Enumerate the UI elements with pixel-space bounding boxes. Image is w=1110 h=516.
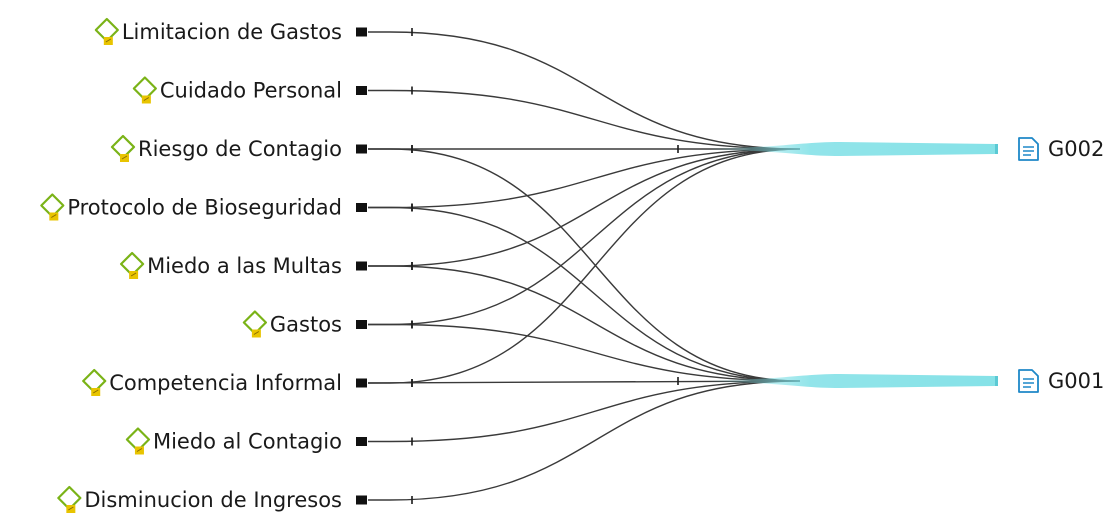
code-node[interactable]: Miedo a las Multas: [119, 251, 367, 279]
code-port[interactable]: [356, 86, 367, 95]
code-label: Gastos: [270, 313, 342, 337]
code-node[interactable]: Gastos: [242, 310, 367, 338]
code-port[interactable]: [356, 495, 367, 505]
link-miedo-multas-G002[interactable]: [368, 148, 801, 267]
edges-layer: [367, 28, 801, 504]
code-port[interactable]: [356, 320, 367, 329]
code-node[interactable]: Competencia Informal: [82, 368, 367, 396]
document-icon: [1018, 137, 1039, 161]
code-label: Competencia Informal: [109, 371, 342, 395]
link-bundle: [710, 374, 995, 388]
document-node[interactable]: G001: [995, 369, 1104, 393]
code-port[interactable]: [356, 203, 367, 212]
code-node[interactable]: Riesgo de Contagio: [110, 134, 367, 162]
code-icon: [94, 17, 119, 45]
document-port: [995, 144, 998, 154]
link-cuidado-G002[interactable]: [368, 89, 801, 150]
code-node[interactable]: Disminucion de Ingresos: [57, 485, 367, 513]
link-gastos-G002[interactable]: [368, 148, 801, 326]
code-label: Limitacion de Gastos: [122, 20, 342, 44]
code-node[interactable]: Miedo al Contagio: [125, 427, 367, 455]
code-label: Protocolo de Bioseguridad: [67, 196, 342, 220]
link-protocolo-G002[interactable]: [368, 148, 801, 209]
document-icon: [1018, 369, 1039, 393]
code-label: Miedo al Contagio: [153, 430, 342, 454]
link-bundle: [710, 142, 995, 156]
code-icon: [110, 134, 136, 162]
code-port[interactable]: [356, 261, 367, 271]
link-miedo-contagio-G001[interactable]: [368, 380, 801, 443]
code-node[interactable]: Protocolo de Bioseguridad: [40, 193, 367, 221]
document-node[interactable]: G002: [995, 137, 1104, 161]
code-icon: [242, 310, 267, 338]
code-label: Disminucion de Ingresos: [84, 488, 342, 512]
code-icon: [132, 76, 157, 104]
code-label: Cuidado Personal: [160, 79, 342, 103]
code-port[interactable]: [356, 27, 367, 37]
code-label: Miedo a las Multas: [147, 254, 342, 278]
code-port[interactable]: [356, 437, 367, 446]
code-icon: [40, 193, 65, 221]
code-port[interactable]: [356, 378, 367, 388]
code-icon: [82, 368, 107, 396]
link-miedo-multas-G001[interactable]: [368, 265, 801, 382]
link-competencia-G002[interactable]: [368, 148, 801, 384]
link-protocolo-G001[interactable]: [368, 206, 801, 382]
code-label: Riesgo de Contagio: [138, 137, 342, 161]
code-node[interactable]: Cuidado Personal: [132, 76, 367, 104]
document-label: G001: [1048, 369, 1104, 393]
code-icon: [57, 485, 82, 513]
document-label: G002: [1048, 137, 1104, 161]
code-icon: [125, 427, 151, 455]
code-icon: [119, 251, 145, 279]
fan-layer: [710, 142, 995, 388]
code-node[interactable]: Limitacion de Gastos: [94, 17, 367, 45]
document-port: [995, 376, 998, 386]
link-limitacion-G002[interactable]: [368, 31, 801, 150]
link-disminucion-G001[interactable]: [368, 380, 801, 501]
code-port[interactable]: [356, 144, 367, 154]
link-riesgo-G001[interactable]: [368, 148, 801, 382]
link-gastos-G001[interactable]: [368, 323, 801, 382]
